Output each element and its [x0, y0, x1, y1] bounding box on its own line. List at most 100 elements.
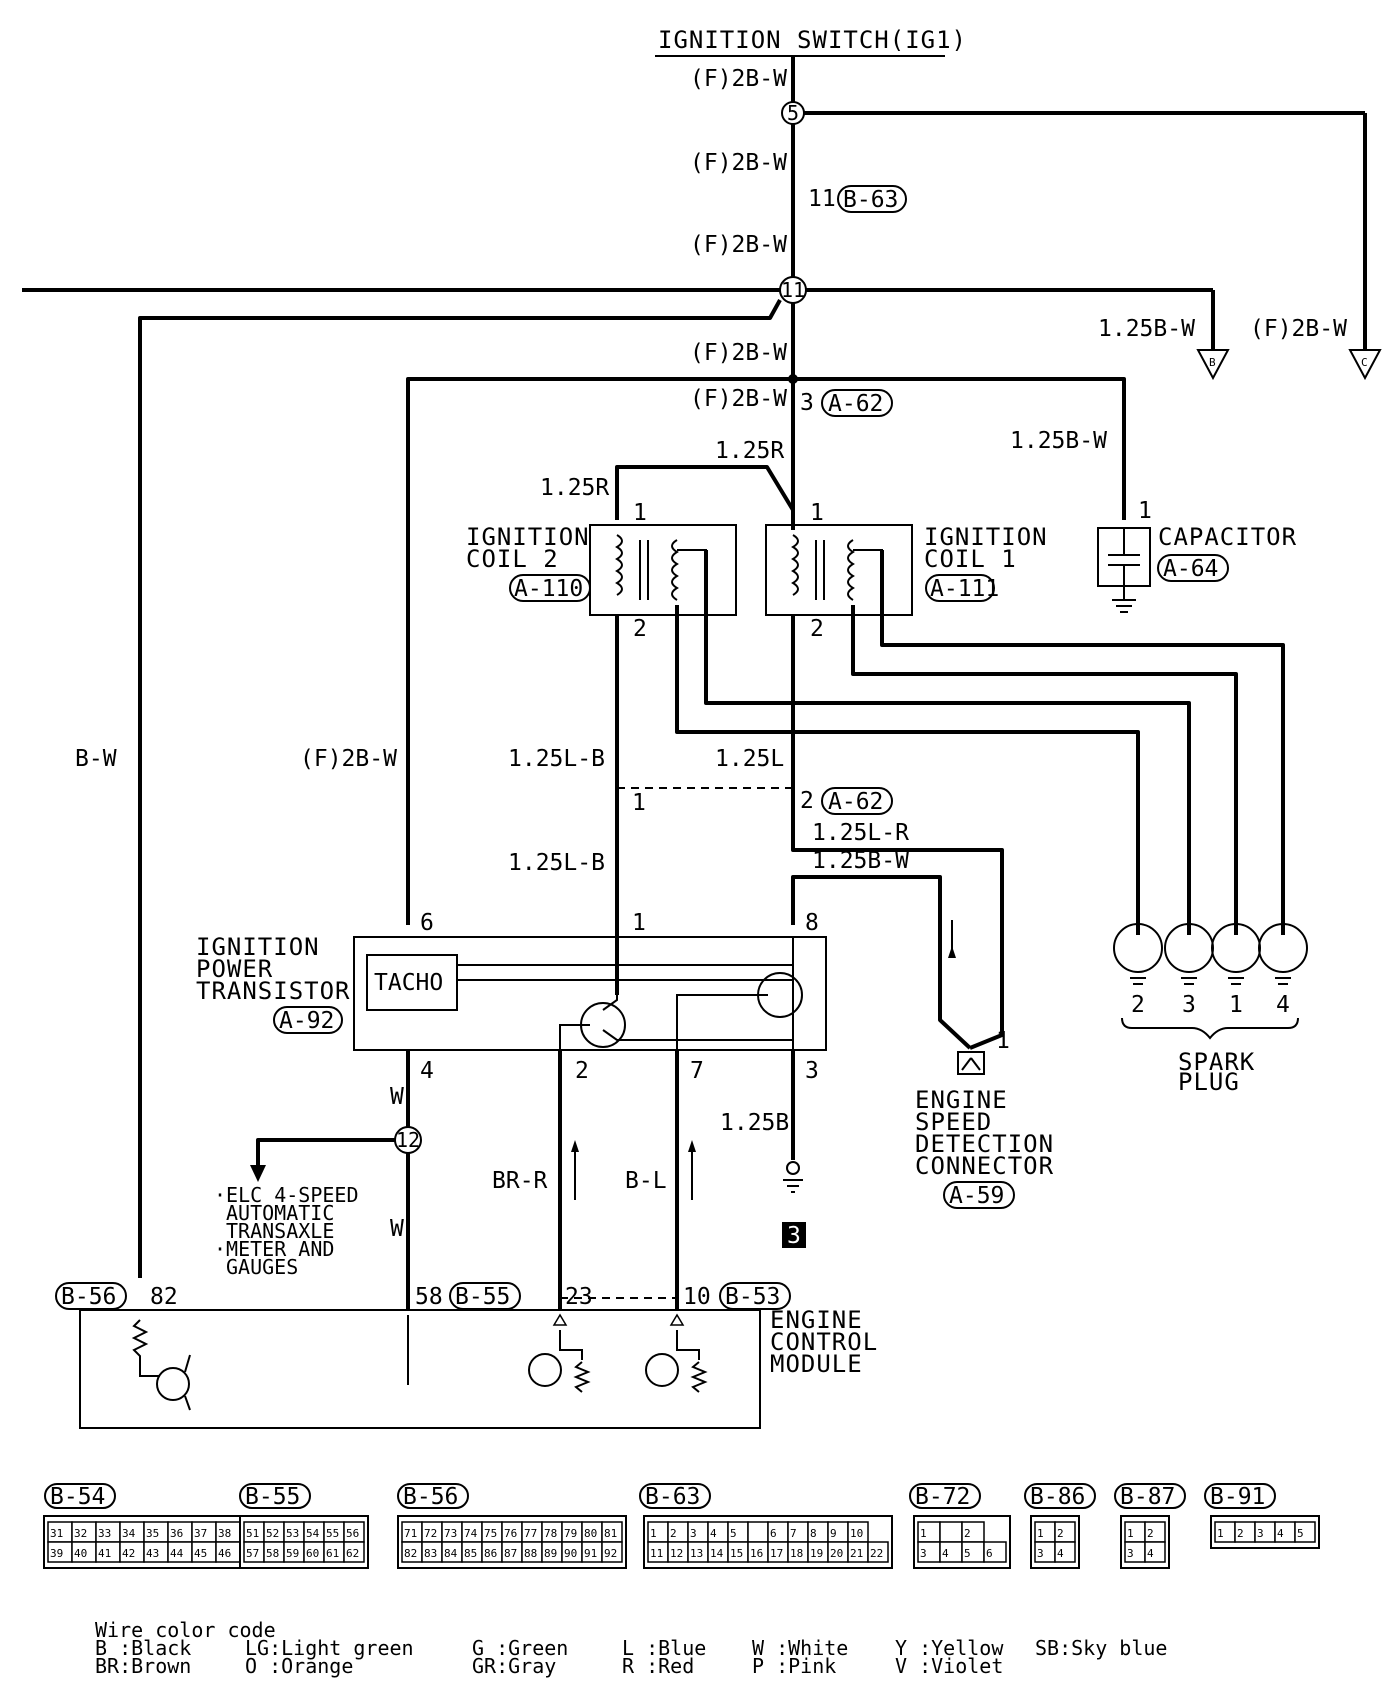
tr-pin3: 3: [805, 1058, 819, 1084]
spark-num-4: 4: [1276, 992, 1290, 1018]
coil1-label-1: IGNITION: [924, 523, 1048, 551]
connector-pin-number: 8: [810, 1527, 817, 1540]
wire-coil2-sec-a: [675, 605, 1140, 935]
connector-pin-number: 4: [1147, 1547, 1154, 1560]
connector-pin-number: 81: [604, 1527, 617, 1540]
wire-125bw-esd: [791, 875, 972, 1050]
branch-label-5: GAUGES: [226, 1255, 298, 1279]
connector-pin-number: 37: [194, 1527, 207, 1540]
legend-br: BR:Brown: [95, 1654, 191, 1678]
legend-sb: SB:Sky blue: [1035, 1636, 1167, 1660]
ignition-power-transistor: [353, 936, 827, 1051]
connector-pin-number: 44: [170, 1547, 184, 1560]
connector-view-label: B-72: [915, 1484, 970, 1510]
connector-pin-number: 3: [1257, 1527, 1264, 1540]
svg-text:A-64: A-64: [1163, 556, 1218, 582]
wire-12-branch: [256, 1138, 408, 1170]
connector-pin-number: 53: [286, 1527, 299, 1540]
connector-pin-number: 56: [346, 1527, 359, 1540]
connector-pin-number: 32: [74, 1527, 87, 1540]
svg-text:11: 11: [781, 278, 805, 302]
svg-text:B-56: B-56: [61, 1284, 116, 1310]
connector-pin-number: 2: [1237, 1527, 1244, 1540]
connector-pin-number: 6: [770, 1527, 777, 1540]
connector-pin-number: 1: [1217, 1527, 1224, 1540]
connector-pin-number: 3: [1037, 1547, 1044, 1560]
coil2-pin1: 1: [633, 500, 647, 526]
coil1-label-2: COIL 1: [924, 545, 1017, 573]
connector-a59: A-59: [943, 1181, 1015, 1209]
label-b63-pin: 11: [808, 186, 836, 212]
connector-pin-number: 3: [920, 1547, 927, 1560]
tr-pin7: 7: [690, 1058, 704, 1084]
connector-pin-number: 45: [194, 1547, 207, 1560]
connector-pin-number: 5: [730, 1527, 737, 1540]
ignition-coil-2: [589, 524, 737, 616]
ecm-label-2: CONTROL: [770, 1328, 878, 1356]
spark-num-1: 1: [1229, 992, 1243, 1018]
label-125b: 1.25B: [720, 1110, 789, 1136]
transistor-label-3: TRANSISTOR: [196, 977, 351, 1005]
connector-pin-number: 7: [790, 1527, 797, 1540]
legend-l: L :Blue: [622, 1636, 706, 1660]
connector-pin-number: 5: [1297, 1527, 1304, 1540]
connector-view-label: B-91: [1210, 1484, 1265, 1510]
coil2-label-1: IGNITION: [466, 523, 590, 551]
connector-pin-number: 41: [98, 1547, 111, 1560]
connector-pin-number: 33: [98, 1527, 111, 1540]
coil2-label-2: COIL 2: [466, 545, 559, 573]
coil1-pin2: 2: [810, 616, 824, 642]
connector-pin-number: 20: [830, 1547, 843, 1560]
label-br-r: BR-R: [492, 1168, 548, 1194]
connector-pin-number: 77: [524, 1527, 537, 1540]
label-lr-125: 1.25L-R: [812, 820, 909, 846]
connector-b56: B-56: [55, 1282, 127, 1310]
label-w-lower: W: [390, 1216, 404, 1242]
label-a62-pin3: 3: [800, 390, 814, 416]
connector-pin-number: 79: [564, 1527, 577, 1540]
label-top3: (F)2B-W: [690, 232, 787, 258]
ground-ref-badge: 3: [782, 1222, 806, 1249]
connector-pin-number: 14: [710, 1547, 724, 1560]
wire-f2bw-left: [406, 377, 793, 925]
connector-pin-number: 36: [170, 1527, 183, 1540]
tacho-label: TACHO: [374, 970, 443, 996]
connector-pin-number: 4: [1277, 1527, 1284, 1540]
connector-view-label: B-86: [1030, 1484, 1085, 1510]
connector-pin-number: 22: [870, 1547, 883, 1560]
connector-pin-number: 12: [670, 1547, 683, 1560]
connector-pin-number: 85: [464, 1547, 477, 1560]
connector-pin-number: 31: [50, 1527, 63, 1540]
connector-pin-number: 46: [218, 1547, 231, 1560]
label-top2: (F)2B-W: [690, 150, 787, 176]
label-125r-a: 1.25R: [715, 438, 784, 464]
label-f2bw-left: (F)2B-W: [300, 746, 397, 772]
connector-pin-number: 2: [670, 1527, 677, 1540]
connector-pin-number: 72: [424, 1527, 437, 1540]
connector-pin-number: 17: [770, 1547, 783, 1560]
connector-pin-number: 88: [524, 1547, 537, 1560]
ecm-pin10: 10: [683, 1284, 711, 1310]
branch-arrow-icon: [250, 1165, 266, 1182]
ecm-pin58: 58: [415, 1284, 443, 1310]
connector-pin-number: 76: [504, 1527, 517, 1540]
branch-label-1: ·ELC 4-SPEED: [214, 1183, 359, 1207]
connector-pin-number: 11: [650, 1547, 663, 1560]
connector-pin-number: 21: [850, 1547, 863, 1560]
connector-pin-number: 2: [1147, 1527, 1154, 1540]
wire-capacitor: [793, 377, 1126, 520]
branch-label-2: AUTOMATIC: [226, 1201, 334, 1225]
legend-v: V :Violet: [895, 1654, 1003, 1678]
connector-pin-number: 75: [484, 1527, 497, 1540]
tr-pin2: 2: [575, 1058, 589, 1084]
svg-text:A-59: A-59: [949, 1183, 1004, 1209]
connector-view-label: B-63: [645, 1484, 700, 1510]
legend-b: B :Black: [95, 1636, 191, 1660]
connector-pin-number: 42: [122, 1547, 135, 1560]
legend-p: P :Pink: [752, 1654, 836, 1678]
connector-pin-number: 78: [544, 1527, 557, 1540]
connector-pin-number: 80: [584, 1527, 597, 1540]
